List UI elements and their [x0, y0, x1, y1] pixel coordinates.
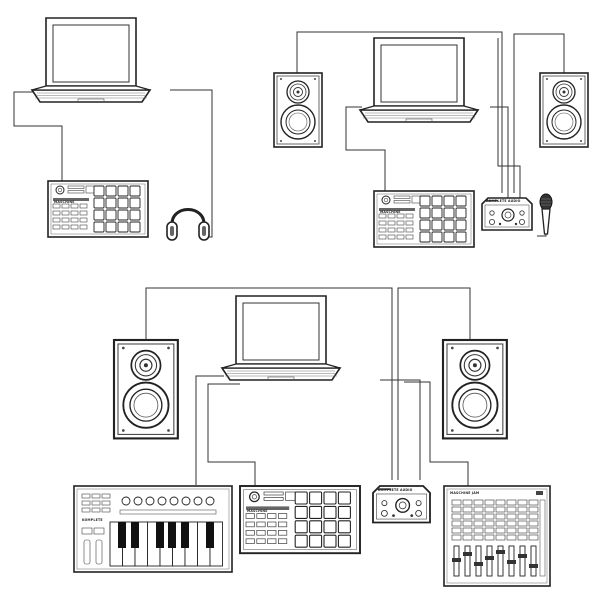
headphones-icon: [165, 208, 211, 242]
cables-setup-full-studio: [145, 287, 471, 488]
speaker-left-2: [273, 72, 323, 148]
cables-setup-producer: [296, 31, 565, 237]
pad-controller-3-brand: MASCHINE: [247, 509, 268, 513]
pad-controller-2-brand: MASCHINE: [380, 210, 401, 214]
setup-basic: MASCHINE: [13, 17, 213, 242]
speaker-right-3: [441, 338, 508, 440]
pad-controller-3: [239, 485, 361, 555]
mixer-controller-brand: MASCHINE JAM: [450, 491, 479, 495]
setup-producer: MASCHINE KOMPLETE AUDIO: [273, 31, 589, 248]
pad-controller-1-brand: MASCHINE: [54, 200, 75, 204]
audio-interface-3-brand: KOMPLETE AUDIO: [378, 488, 413, 492]
keyboard-controller: [73, 485, 233, 573]
microphone-icon: [539, 193, 553, 235]
speaker-right-2: [539, 72, 589, 148]
audio-interface-2-brand: KOMPLETE AUDIO: [486, 199, 521, 203]
mixer-controller: [443, 485, 551, 587]
keyboard-controller-brand: KOMPLETE: [82, 518, 103, 522]
laptop-3: [221, 295, 341, 381]
laptop-2: [359, 37, 479, 123]
laptop-1: [31, 17, 151, 103]
speaker-left-3: [112, 338, 179, 440]
setup-full-studio: KOMPLETE MASCHINE KOMPLETE AUDIO: [73, 287, 551, 587]
pad-controller-1: [47, 180, 149, 238]
pad-controller-2: [373, 190, 475, 248]
